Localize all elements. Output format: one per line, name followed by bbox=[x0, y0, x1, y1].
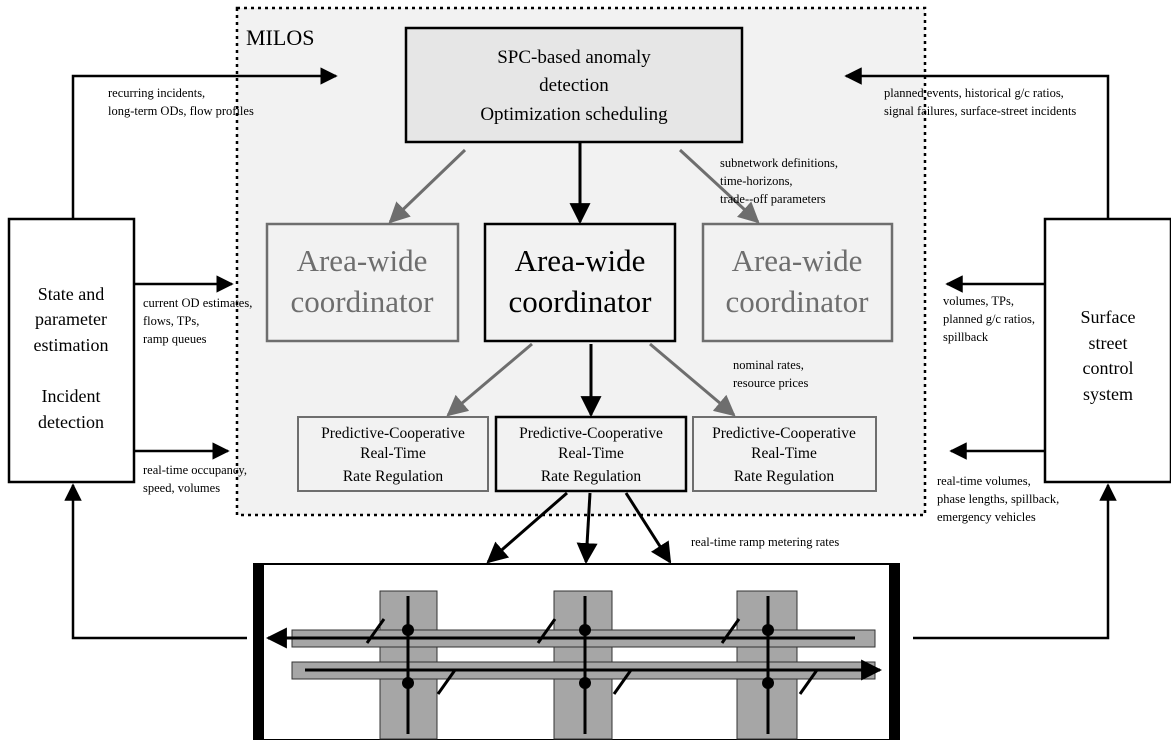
anomaly-detection-line-2: detection bbox=[539, 75, 609, 96]
anno-subnetwork-1: subnetwork definitions, bbox=[720, 156, 838, 170]
anno-right-bottom-3: emergency vehicles bbox=[937, 510, 1036, 524]
anno-left-mid-2: flows, TPs, bbox=[143, 314, 199, 328]
milos-label: MILOS bbox=[246, 25, 314, 50]
coordinator-center-line-2: coordinator bbox=[509, 284, 653, 319]
anno-ramp-rates: real-time ramp metering rates bbox=[691, 535, 839, 549]
anno-nominal-2: resource prices bbox=[733, 376, 808, 390]
anno-right-mid-1: volumes, TPs, bbox=[943, 294, 1014, 308]
ramp-meter-3b bbox=[762, 677, 774, 689]
arrow-to-network-2 bbox=[576, 492, 598, 565]
anno-nominal-1: nominal rates, bbox=[733, 358, 804, 372]
arrow-top-to-coordinator-right bbox=[678, 148, 760, 224]
regulator-right-line-3: Rate Regulation bbox=[734, 468, 835, 485]
coordinator-box-left bbox=[265, 222, 460, 343]
surface-street-line-1: Surface bbox=[1081, 307, 1136, 327]
arrow-to-network-3 bbox=[624, 492, 672, 564]
state-estimation-box bbox=[7, 217, 136, 484]
surface-street-line-2: street bbox=[1089, 333, 1128, 353]
coordinator-left-line-2: coordinator bbox=[291, 284, 435, 319]
incident-detection-line-2: detection bbox=[38, 412, 104, 432]
coordinator-box-right bbox=[701, 222, 894, 343]
arrow-right-to-milos-top bbox=[844, 67, 1110, 219]
anno-right-mid-3: spillback bbox=[943, 330, 989, 344]
anno-top-left-2: long-term ODs, flow profiles bbox=[108, 104, 254, 118]
state-estimation-line-1: State and bbox=[38, 284, 104, 304]
coordinator-center-line-1: Area-wide bbox=[515, 243, 646, 278]
anomaly-detection-box bbox=[404, 26, 744, 144]
anno-subnetwork-2: time-horizons, bbox=[720, 174, 793, 188]
regulator-center-line-2: Real-Time bbox=[558, 445, 624, 462]
regulator-box-right bbox=[692, 416, 877, 492]
arrow-to-network-1 bbox=[486, 491, 568, 564]
surface-street-line-3: control bbox=[1083, 358, 1134, 378]
regulator-center-line-3: Rate Regulation bbox=[541, 468, 642, 485]
anno-left-bottom-2: speed, volumes bbox=[143, 481, 220, 495]
anno-subnetwork-3: trade--off parameters bbox=[720, 192, 826, 206]
state-estimation-line-2: parameter bbox=[35, 309, 107, 329]
anno-left-mid-3: ramp queues bbox=[143, 332, 207, 346]
ramp-meter-2a bbox=[579, 624, 591, 636]
anno-top-left-1: recurring incidents, bbox=[108, 86, 205, 100]
anno-right-mid-2: planned g/c ratios, bbox=[943, 312, 1035, 326]
arrow-top-to-coordinator-left bbox=[388, 148, 467, 224]
coordinator-right-line-1: Area-wide bbox=[732, 243, 863, 278]
state-estimation-line-3: estimation bbox=[34, 335, 109, 355]
surface-street-line-4: system bbox=[1083, 384, 1133, 404]
arrow-coordinator-to-regulator-right bbox=[649, 342, 736, 417]
anno-left-mid-1: current OD estimates, bbox=[143, 296, 252, 310]
regulator-right-line-2: Real-Time bbox=[751, 445, 817, 462]
regulator-right-line-1: Predictive-Cooperative bbox=[712, 425, 856, 442]
arrow-left-to-milos-top bbox=[71, 67, 338, 219]
regulator-box-center bbox=[494, 415, 688, 493]
regulator-left-line-2: Real-Time bbox=[360, 445, 426, 462]
coordinator-right-line-2: coordinator bbox=[726, 284, 870, 319]
coordinator-left-line-1: Area-wide bbox=[297, 243, 428, 278]
coordinator-box-center bbox=[483, 222, 677, 343]
regulator-left-line-3: Rate Regulation bbox=[343, 468, 444, 485]
anomaly-detection-line-3: Optimization scheduling bbox=[480, 104, 668, 125]
anno-right-bottom-1: real-time volumes, bbox=[937, 474, 1031, 488]
incident-detection-line-1: Incident bbox=[42, 386, 101, 406]
anno-left-bottom-1: real-time occupancy, bbox=[143, 463, 247, 477]
arrow-network-to-left bbox=[64, 483, 247, 640]
anomaly-detection-line-1: SPC-based anomaly bbox=[497, 47, 651, 68]
arrow-network-to-right bbox=[913, 483, 1117, 640]
ramp-meter-1b bbox=[402, 677, 414, 689]
ramp-meter-3a bbox=[762, 624, 774, 636]
ramp-meter-1a bbox=[402, 624, 414, 636]
ramp-meter-2b bbox=[579, 677, 591, 689]
regulator-left-line-1: Predictive-Cooperative bbox=[321, 425, 465, 442]
anno-right-bottom-2: phase lengths, spillback, bbox=[937, 492, 1059, 506]
arrow-coordinator-to-regulator-left bbox=[446, 342, 533, 417]
regulator-box-left bbox=[297, 416, 489, 492]
freeway-network bbox=[253, 563, 900, 740]
anno-top-right-2: signal failures, surface-street incident… bbox=[884, 104, 1076, 118]
regulator-center-line-1: Predictive-Cooperative bbox=[519, 425, 663, 442]
anno-top-right-1: planned events, historical g/c ratios, bbox=[884, 86, 1064, 100]
